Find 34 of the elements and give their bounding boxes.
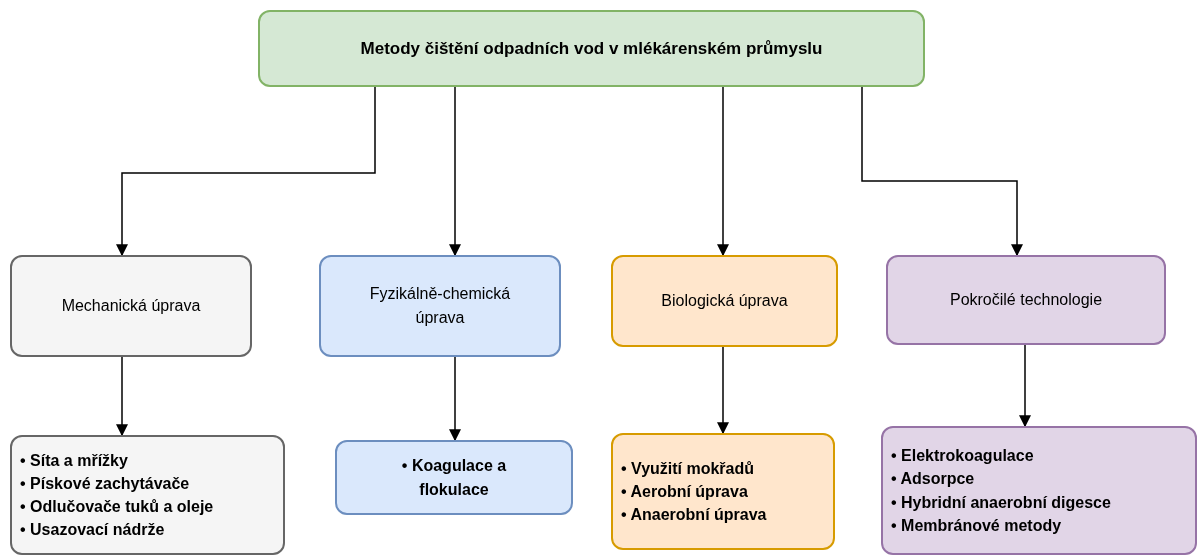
list-item: • Odlučovače tuků a oleje — [20, 497, 215, 517]
title-box — [258, 10, 925, 87]
category-text: Pokročilé technologie — [949, 290, 1103, 310]
connector-arrow — [116, 86, 376, 257]
list-item: • Pískové zachytávače — [20, 473, 191, 494]
method-list-box — [611, 433, 835, 550]
list-item: • Anaerobní úprava — [621, 505, 768, 526]
connector-arrow — [449, 356, 461, 442]
method-list-box — [10, 435, 285, 555]
category-text: Mechanická úprava — [61, 296, 201, 316]
method-list-box — [335, 440, 573, 515]
list-item: • Hybridní anaerobní digesce — [891, 492, 1112, 513]
category-box — [886, 255, 1166, 345]
list-item: • Koagulace a flokulace — [400, 456, 508, 500]
category-text: Fyzikálně-chemická úprava — [368, 284, 512, 328]
category-box — [10, 255, 252, 357]
connector-arrow — [116, 356, 128, 437]
list-item: • Adsorpce — [891, 469, 976, 490]
list-item: • Membránové metody — [891, 515, 1063, 536]
title-text: Metody čištění odpadních vod v mlékárenském průmyslu — [360, 37, 823, 60]
method-list-box — [881, 426, 1197, 555]
connector-arrow — [1019, 344, 1031, 428]
category-text: Biologická úprava — [661, 291, 788, 311]
list-item: • Síta a mřížky — [20, 450, 129, 471]
list-item: • Využití mokřadů — [621, 458, 756, 479]
list-item: • Aerobní úprava — [621, 481, 749, 502]
connector-arrow — [717, 346, 729, 435]
list-item: • Elektrokoagulace — [891, 446, 1035, 467]
connector-arrow — [717, 86, 729, 257]
list-item: • Usazovací nádrže — [20, 520, 166, 541]
connector-arrow — [449, 86, 461, 257]
connector-arrow — [861, 86, 1023, 257]
category-box — [319, 255, 561, 357]
category-box — [611, 255, 838, 347]
